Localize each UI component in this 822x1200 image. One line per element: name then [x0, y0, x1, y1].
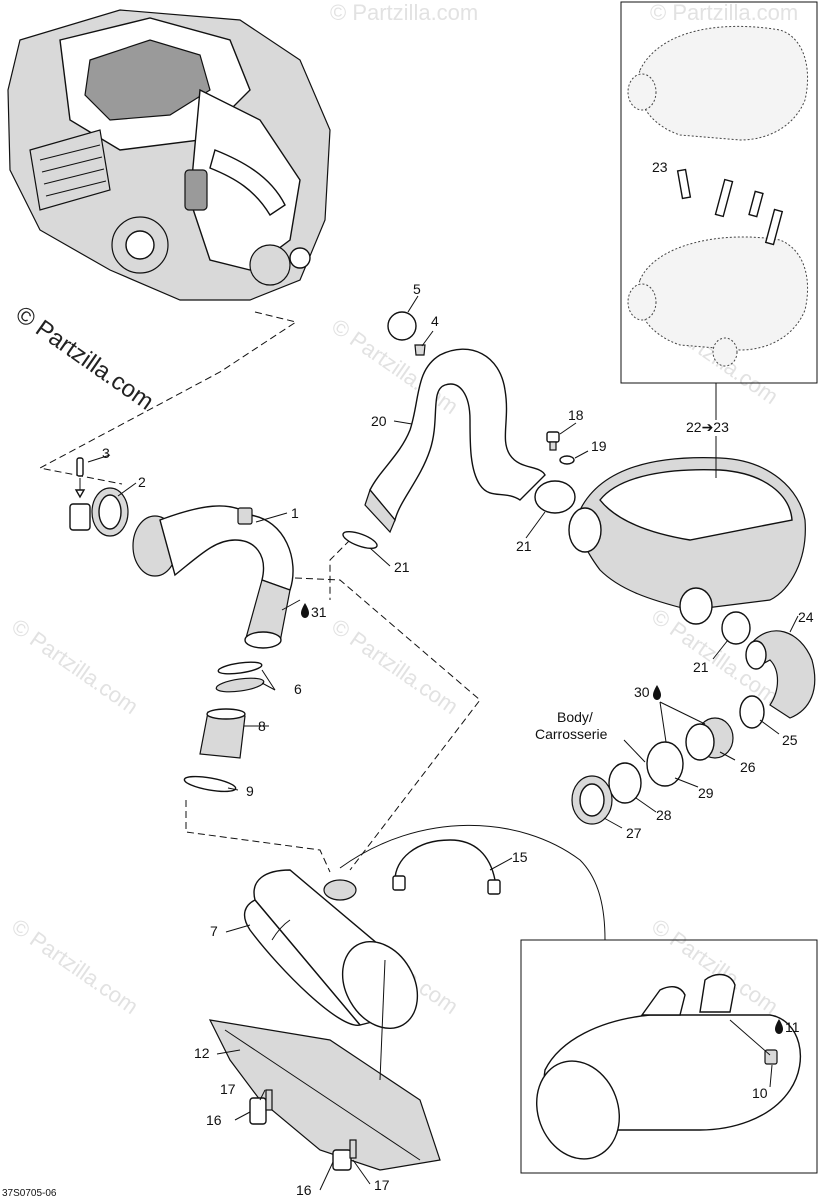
ring-9 [183, 775, 237, 793]
water-drop-icon-30 [653, 685, 661, 700]
clamp-21-mid [534, 480, 576, 514]
callout-6: 6 [294, 681, 302, 697]
callout-labels: 1 2 3 4 5 6 7 8 9 10 11 12 15 16 16 17 1… [102, 159, 814, 1198]
engine-link-line [38, 311, 298, 485]
ring-5 [387, 311, 417, 341]
bracket-16-a [249, 1089, 273, 1125]
hose-20 [364, 348, 546, 534]
figure-code: 37S0705-06 [2, 1188, 57, 1199]
water-drop-icon-31 [301, 603, 309, 618]
seal-29 [646, 741, 684, 787]
bracket-16-b [332, 1139, 357, 1171]
callout-29: 29 [698, 785, 714, 801]
collar-27 [571, 775, 613, 825]
callout-23: 23 [652, 159, 668, 175]
manifold-link-line [185, 800, 331, 873]
outline-arc [339, 824, 606, 941]
strap-15 [392, 839, 501, 895]
bolt-18 [546, 431, 560, 451]
callout-31: 31 [311, 604, 327, 620]
body-label-line1: Body/ [557, 709, 593, 725]
callout-21-c: 21 [693, 659, 709, 675]
callout-20: 20 [371, 413, 387, 429]
gasket-28 [608, 762, 642, 804]
clamp-2 [69, 487, 129, 537]
leader-lines [87, 295, 799, 1191]
callout-25: 25 [782, 732, 798, 748]
callout-1: 1 [291, 505, 299, 521]
pipe20-link-line [329, 539, 351, 600]
callout-24: 24 [798, 609, 814, 625]
callout-4: 4 [431, 313, 439, 329]
callout-11: 11 [785, 1019, 800, 1035]
exhaust-pipe-1 [132, 505, 294, 649]
shield-arrow-line [379, 959, 386, 1081]
callout-17-a: 17 [220, 1081, 236, 1097]
resonator-inset [620, 1, 818, 384]
muffler-feed-link-line [294, 577, 481, 871]
screw-4 [414, 344, 426, 356]
fitting-26 [685, 717, 734, 761]
svg-text:© Partzilla.com: © Partzilla.com [327, 614, 463, 720]
svg-text:© Partzilla.com: © Partzilla.com [330, 0, 478, 25]
callout-19: 19 [591, 438, 607, 454]
callout-21-b: 21 [516, 538, 532, 554]
callout-18: 18 [568, 407, 584, 423]
callout-2: 2 [138, 474, 146, 490]
body-label-line2: Carrosserie [535, 726, 608, 742]
muffler-7 [243, 869, 419, 1030]
engine-assembly [7, 9, 331, 301]
clamp-21-right [721, 611, 751, 645]
callout-27: 27 [626, 825, 642, 841]
callout-21-a: 21 [394, 559, 410, 575]
svg-text:© Partzilla.com: © Partzilla.com [7, 614, 143, 720]
inset-reference-label: 22➔23 [686, 419, 729, 435]
washer-19 [559, 455, 575, 465]
callout-30: 30 [634, 684, 650, 700]
elbow-24 [745, 630, 816, 719]
clamp-25 [739, 695, 765, 729]
callout-16-b: 16 [296, 1182, 312, 1198]
svg-text:© Partzilla.com: © Partzilla.com [650, 0, 798, 25]
strip-set-23 [676, 168, 784, 246]
callout-10: 10 [752, 1085, 768, 1101]
callout-7: 7 [210, 923, 218, 939]
callout-12: 12 [194, 1045, 210, 1061]
callout-28: 28 [656, 807, 672, 823]
callout-16-a: 16 [206, 1112, 222, 1128]
callout-17-b: 17 [374, 1177, 390, 1193]
sleeve-8 [199, 708, 246, 759]
callout-9: 9 [246, 783, 254, 799]
heat-shield-12 [208, 1019, 441, 1171]
water-drop-icon-11 [775, 1019, 783, 1034]
svg-text:© Partzilla.com: © Partzilla.com [7, 914, 143, 1020]
resonator-22 [568, 457, 806, 625]
callout-15: 15 [512, 849, 528, 865]
partzilla-watermark: © Partzilla.com [11, 301, 159, 416]
muffler-inset [520, 939, 818, 1174]
callout-5: 5 [413, 281, 421, 297]
clamp-21-top [342, 530, 378, 550]
callout-3: 3 [102, 445, 110, 461]
ring-set-6 [215, 661, 265, 693]
callout-26: 26 [740, 759, 756, 775]
pin-3 [74, 457, 86, 499]
callout-8: 8 [258, 718, 266, 734]
